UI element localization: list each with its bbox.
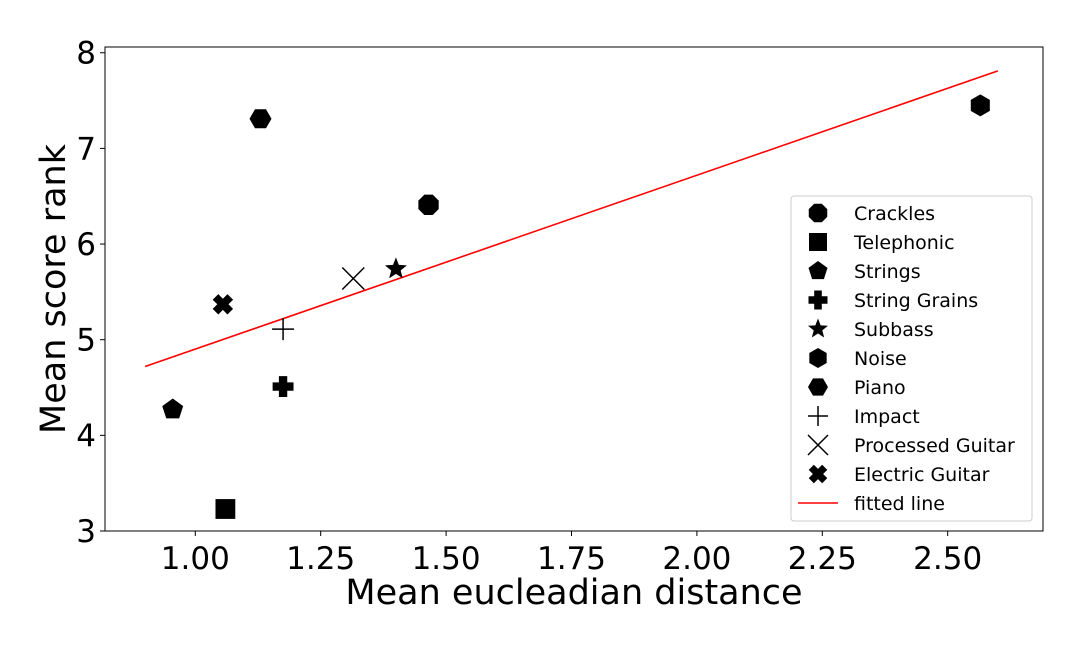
y-tick-label: 4	[76, 418, 96, 454]
data-points-layer	[162, 94, 990, 519]
x-filled-icon	[808, 464, 828, 484]
fitted-line	[144, 70, 999, 368]
x-tick-label: 1.75	[537, 541, 606, 577]
hexagon-horizontal-icon	[808, 378, 828, 396]
x-tick-label: 2.00	[662, 541, 731, 577]
legend-label: Piano	[854, 377, 906, 399]
y-axis-ticks: 3 4 5 6 7 8	[76, 36, 105, 550]
pentagon-icon	[808, 261, 828, 280]
legend-label: Subbass	[854, 319, 934, 341]
legend-item: Crackles	[808, 203, 935, 225]
star-icon	[808, 318, 828, 338]
legend-label: String Grains	[854, 290, 978, 312]
y-axis-label: Mean score rank	[34, 143, 74, 434]
data-point-electric-guitar	[212, 294, 234, 315]
legend-item: Processed Guitar	[807, 434, 1015, 457]
data-point-crackles	[418, 194, 439, 215]
legend-item: Noise	[809, 348, 907, 370]
x-tick-label: 2.25	[788, 541, 857, 577]
legend-label: Electric Guitar	[854, 464, 990, 486]
octagon-icon	[808, 203, 828, 223]
legend-label: Strings	[854, 261, 921, 283]
square-icon	[809, 233, 827, 251]
legend-item: Strings	[808, 261, 921, 283]
legend-label: Crackles	[854, 203, 935, 225]
fitted-line-layer	[144, 70, 999, 368]
data-point-telephonic	[215, 499, 236, 519]
x-axis-ticks: 1.00 1.25 1.50 1.75 2.00 2.25 2.50	[161, 531, 982, 577]
legend-item: Subbass	[808, 318, 934, 341]
y-tick-label: 6	[76, 227, 96, 263]
legend-label: Noise	[854, 348, 907, 370]
legend-label: Telephonic	[853, 232, 955, 254]
legend-item: Electric Guitar	[808, 464, 990, 486]
legend-item: Piano	[808, 377, 906, 399]
plus-thin-icon	[808, 406, 828, 426]
x-tick-label: 2.50	[913, 541, 982, 577]
x-axis-label: Mean eucleadian distance	[345, 573, 802, 613]
legend-item: Telephonic	[809, 232, 955, 254]
legend-item: fitted line	[798, 493, 945, 515]
hexagon-vertical-icon	[809, 348, 827, 368]
legend-label: fitted line	[854, 493, 945, 515]
data-point-string-grains	[272, 376, 294, 398]
data-point-noise	[970, 94, 990, 117]
x-tick-label: 1.50	[412, 541, 481, 577]
data-point-subbass	[384, 257, 407, 279]
y-tick-label: 8	[76, 36, 96, 72]
data-point-piano	[249, 109, 272, 129]
data-point-processed-guitar	[341, 266, 365, 291]
legend-label: Processed Guitar	[854, 435, 1015, 457]
legend-frame	[790, 195, 1033, 522]
legend-item: String Grains	[808, 290, 978, 312]
data-point-strings	[162, 398, 184, 419]
y-tick-label: 3	[76, 514, 96, 550]
x-tick-label: 1.00	[161, 541, 230, 577]
data-point-impact	[272, 318, 295, 341]
x-thin-icon	[807, 434, 829, 456]
y-tick-label: 5	[76, 323, 96, 359]
x-tick-label: 1.25	[286, 541, 355, 577]
legend-label: Impact	[854, 406, 920, 428]
y-tick-label: 7	[76, 131, 96, 167]
legend-item: Impact	[808, 406, 920, 428]
plus-filled-icon	[808, 290, 828, 310]
